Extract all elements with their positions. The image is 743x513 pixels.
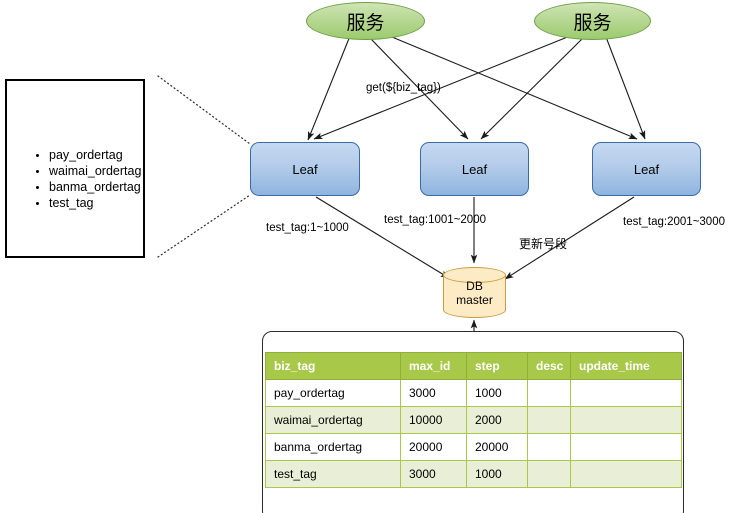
leaf-node-1[interactable]: Leaf xyxy=(250,142,360,196)
cell-desc xyxy=(527,406,571,434)
table-header-step: step xyxy=(466,352,528,380)
leaf-alloc-table: biz_tag max_id step desc update_time pay… xyxy=(265,352,682,488)
cell-step: 20000 xyxy=(466,433,528,461)
db-cylinder-top xyxy=(443,267,506,283)
edge-service2-leaf1 xyxy=(313,35,571,140)
table-row: pay_ordertag 3000 1000 xyxy=(265,379,682,407)
table-row: banma_ordertag 20000 20000 xyxy=(265,433,682,461)
leaf-node-3[interactable]: Leaf xyxy=(592,142,701,196)
table-header-desc: desc xyxy=(527,352,571,380)
cell-max-id: 20000 xyxy=(400,433,467,461)
cell-update-time xyxy=(570,379,682,407)
leaf-node-2-label: Leaf xyxy=(461,161,488,177)
leaf-node-3-label: Leaf xyxy=(633,161,660,177)
db-master-node[interactable]: DB master xyxy=(443,267,506,318)
cell-update-time xyxy=(570,406,682,434)
cell-biz-tag: banma_ordertag xyxy=(265,433,401,461)
edge-leaf1-db xyxy=(315,196,450,279)
edge-label-leaf2-range: test_tag:1001~2000 xyxy=(384,214,486,226)
edge-label-get-call: get(${biz_tag}) xyxy=(366,82,441,94)
table-header-row: biz_tag max_id step desc update_time xyxy=(265,352,682,380)
cell-max-id: 3000 xyxy=(400,460,467,488)
leaf-node-2[interactable]: Leaf xyxy=(420,142,529,196)
cell-desc xyxy=(527,379,571,407)
cell-biz-tag: waimai_ordertag xyxy=(265,406,401,434)
table-row: test_tag 3000 1000 xyxy=(265,460,682,488)
service-node-2-label: 服务 xyxy=(573,12,612,34)
list-item: waimai_ordertag xyxy=(35,163,141,179)
table-row: waimai_ordertag 10000 2000 xyxy=(265,406,682,434)
table-header-update-time: update_time xyxy=(570,352,682,380)
leaf-node-1-label: Leaf xyxy=(292,161,318,177)
db-master-line2: master xyxy=(456,292,493,307)
edge-label-update-segment: 更新号段 xyxy=(519,237,568,251)
cell-update-time xyxy=(570,460,682,488)
cell-desc xyxy=(527,460,571,488)
cell-max-id: 3000 xyxy=(400,379,467,407)
callout-line-top xyxy=(157,75,251,145)
cell-desc xyxy=(527,433,571,461)
list-item: pay_ordertag xyxy=(35,147,141,163)
edge-service2-leaf2 xyxy=(480,38,583,140)
cell-update-time xyxy=(570,433,682,461)
edge-service2-leaf3 xyxy=(605,36,646,140)
cell-step: 2000 xyxy=(466,406,528,434)
biz-tag-list-box: pay_ordertag waimai_ordertag banma_order… xyxy=(5,79,145,258)
service-node-2[interactable]: 服务 xyxy=(534,2,651,40)
service-node-1[interactable]: 服务 xyxy=(306,2,425,40)
cell-max-id: 10000 xyxy=(400,406,467,434)
cell-biz-tag: test_tag xyxy=(265,460,401,488)
edge-label-leaf1-range: test_tag:1~1000 xyxy=(266,222,349,234)
table-header-max-id: max_id xyxy=(400,352,467,380)
cell-biz-tag: pay_ordertag xyxy=(265,379,401,407)
edge-service1-leaf1 xyxy=(307,35,351,141)
table-header-biz-tag: biz_tag xyxy=(265,352,401,380)
callout-line-bottom xyxy=(157,194,251,258)
cell-step: 1000 xyxy=(466,460,528,488)
edge-label-leaf3-range: test_tag:2001~3000 xyxy=(623,216,725,228)
list-item: test_tag xyxy=(35,195,141,211)
db-master-line1: DB xyxy=(466,278,483,293)
list-item: banma_ordertag xyxy=(35,179,141,195)
db-master-label: DB master xyxy=(443,267,506,318)
biz-tag-list: pay_ordertag waimai_ordertag banma_order… xyxy=(35,147,141,211)
cell-step: 1000 xyxy=(466,379,528,407)
service-node-1-label: 服务 xyxy=(346,12,385,34)
